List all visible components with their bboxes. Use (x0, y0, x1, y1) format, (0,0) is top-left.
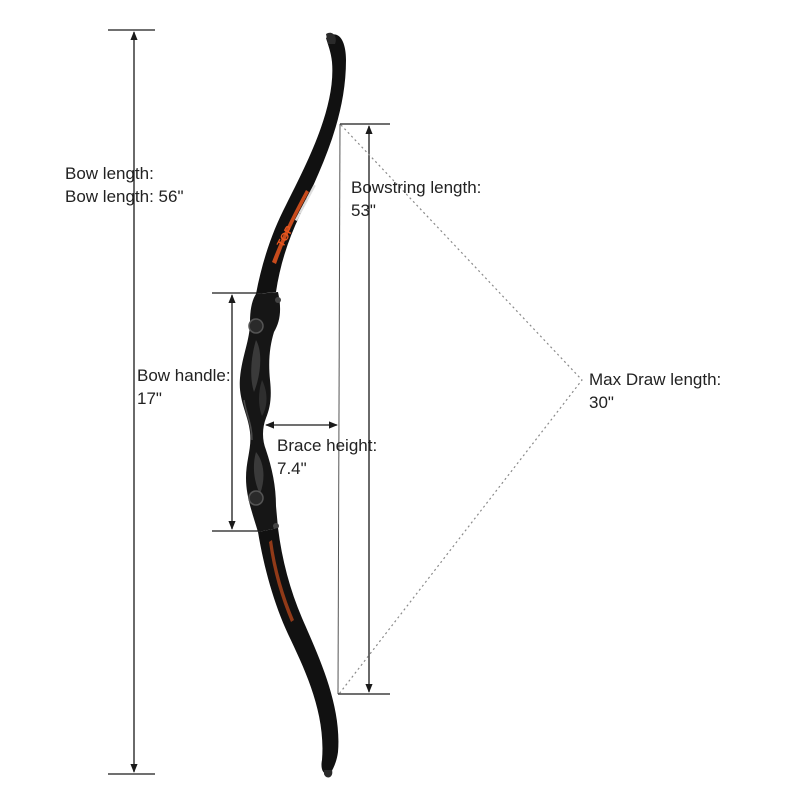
upper-bushing (275, 297, 281, 303)
bow-handle-label-line1: Bow handle: (137, 366, 231, 385)
riser-highlight (243, 399, 253, 441)
bow-length-dimension (108, 29, 155, 775)
max-draw-length-label: Max Draw length: 30" (589, 368, 721, 414)
upper-limb-bolt (248, 318, 264, 334)
lower-limb (258, 528, 339, 775)
bow-length-label-line2: Bow length: 56" (65, 187, 184, 206)
bow-handle-label-line2: 17" (137, 389, 162, 408)
bowstring-length-dimension (338, 123, 390, 695)
bowstring-length-label: Bowstring length: 53" (351, 176, 481, 222)
bowstring (337, 123, 341, 695)
lower-bushing (273, 523, 279, 529)
lower-limb-tip (324, 770, 333, 778)
lower-limb-accent (269, 540, 294, 622)
max-draw-length-label-line2: 30" (589, 393, 614, 412)
draw-dotted-lines (338, 124, 583, 695)
brace-height-label-line1: Brace height: (277, 436, 378, 455)
max-draw-length-dimension (338, 124, 583, 695)
recurve-bow-icon: TOP ▬▬▬▬▬ (239, 32, 346, 778)
brace-height-label-line2: 7.4" (277, 459, 307, 478)
lower-limb-bolt (248, 490, 264, 506)
bow-handle-label: Bow handle: 17" (137, 364, 231, 410)
riser-cutout-lower (253, 452, 264, 494)
bow-riser (239, 292, 281, 532)
bow-handle-dimension (212, 292, 260, 532)
max-draw-length-label-line1: Max Draw length: (589, 370, 722, 389)
bow-length-label: Bow length: Bow length: 56" (65, 162, 184, 208)
bowstring-length-label-line2: 53" (351, 201, 376, 220)
upper-limb-accent (272, 190, 309, 264)
brace-height-label: Brace height: 7.4" (277, 434, 377, 480)
bow-length-label-line1: Bow length: (65, 164, 154, 183)
riser-cutout-window (259, 380, 267, 416)
riser-cutout-upper (251, 340, 261, 392)
upper-limb (256, 34, 346, 295)
upper-limb-tip (326, 32, 336, 44)
bowstring-length-label-line1: Bowstring length: (351, 178, 482, 197)
